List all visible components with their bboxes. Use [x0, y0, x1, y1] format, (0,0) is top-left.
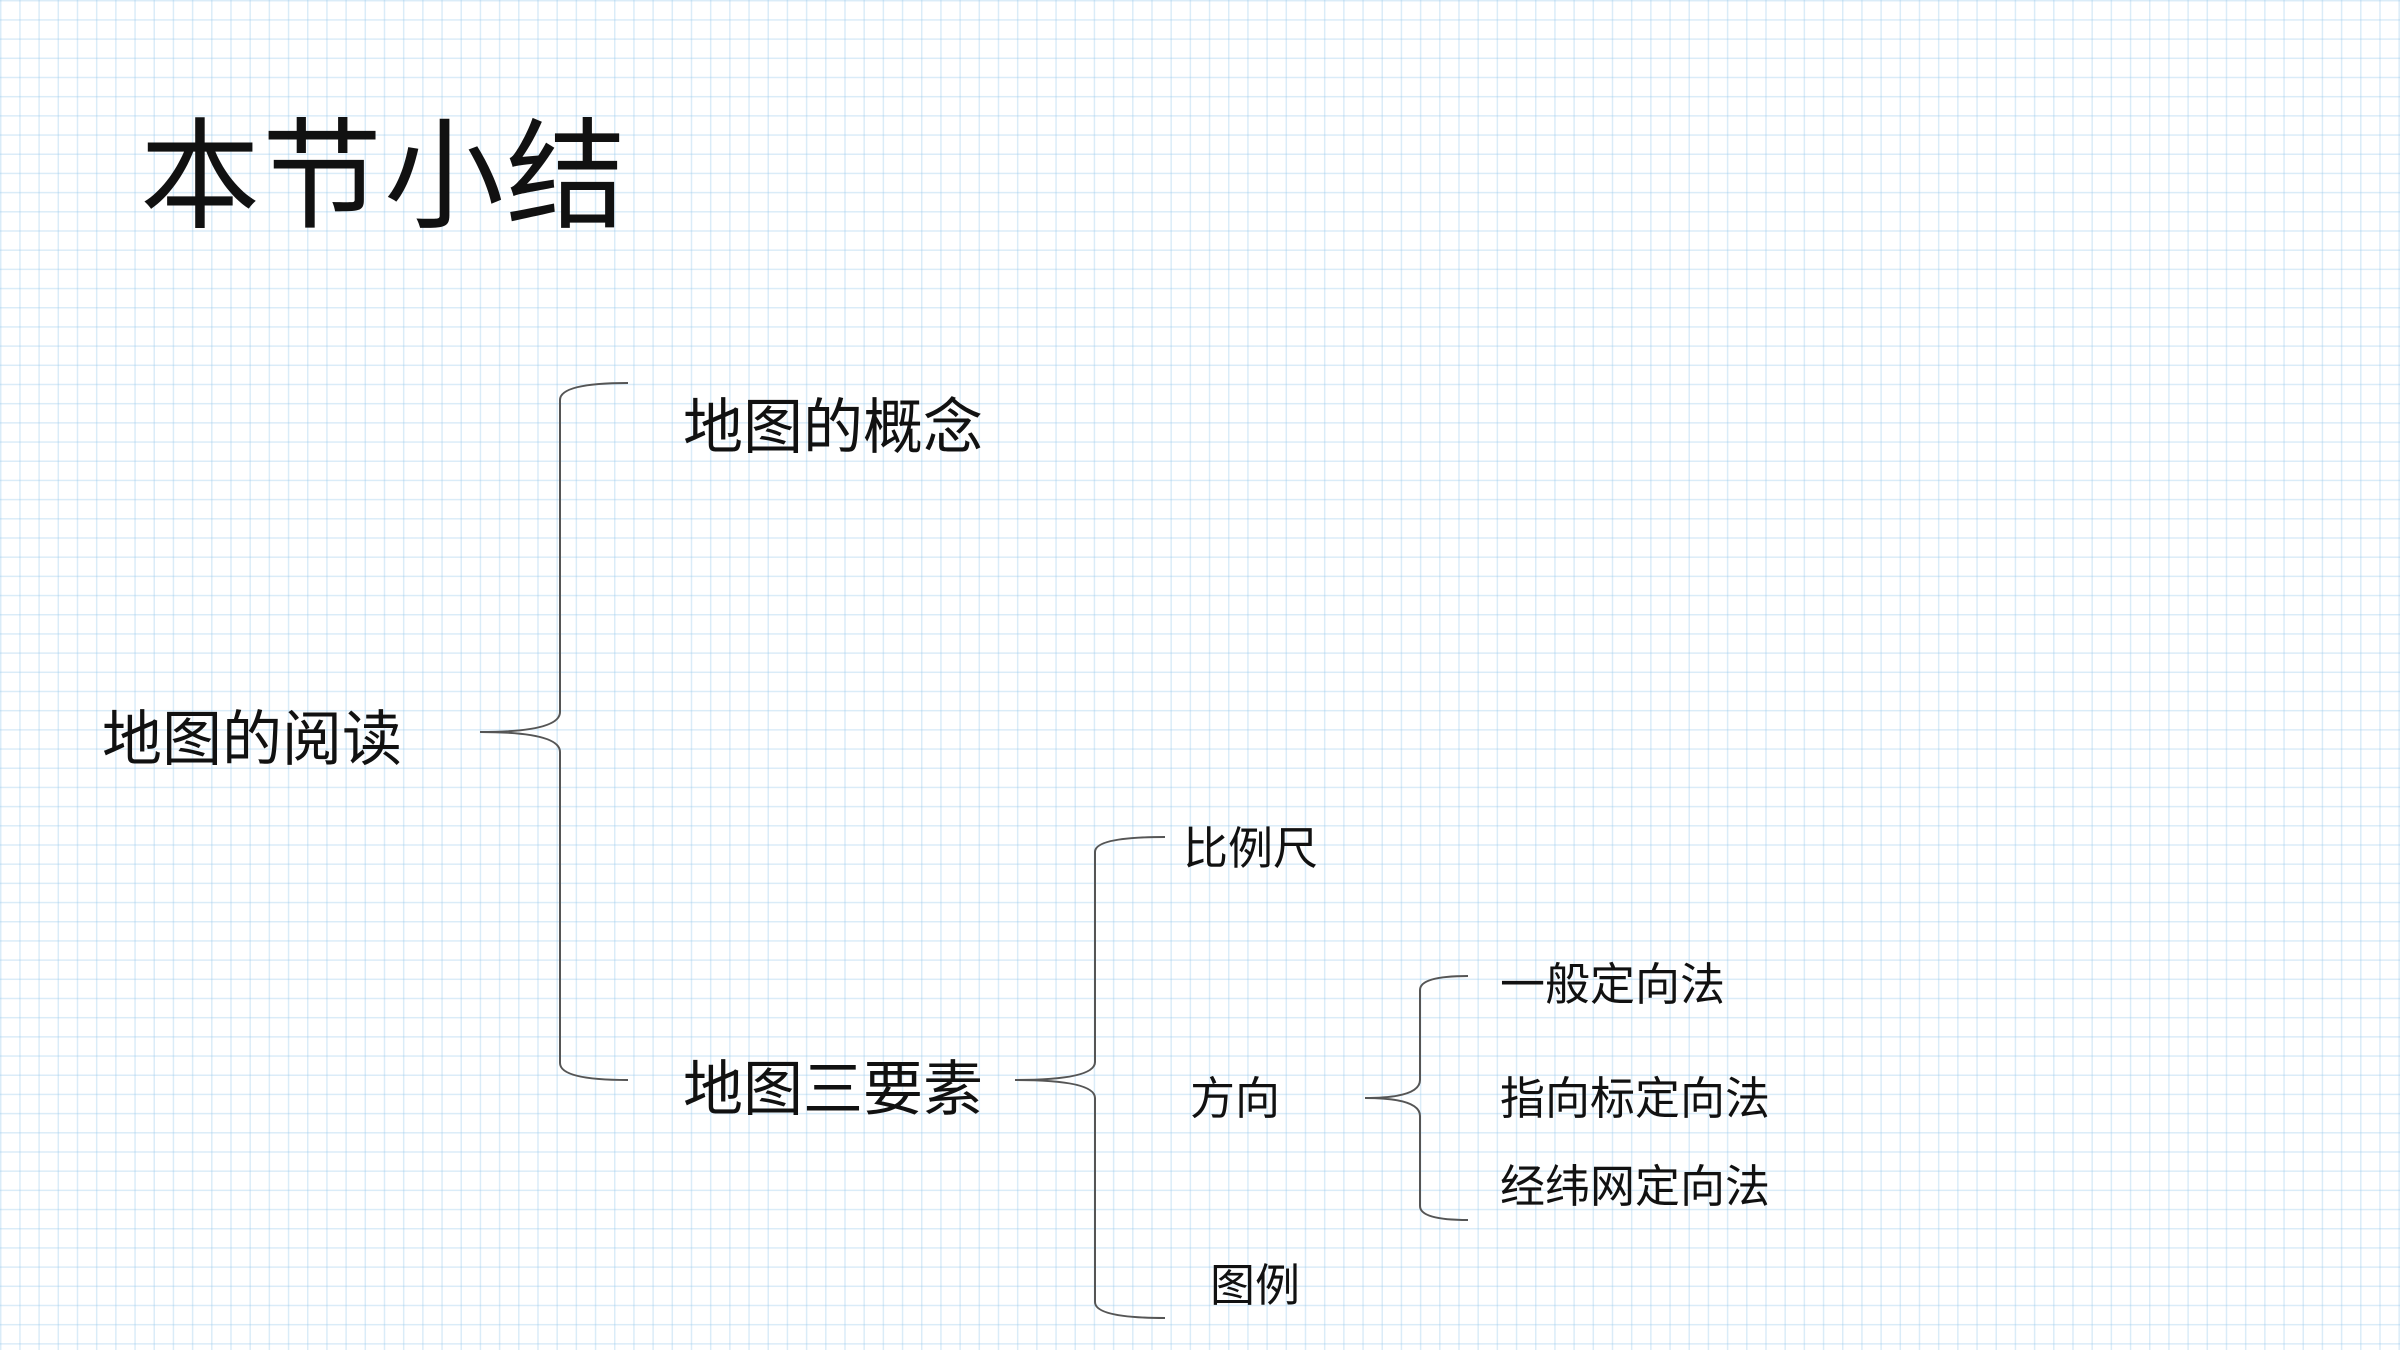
node-compass-orientation: 指向标定向法 — [1500, 1072, 1771, 1125]
brace-root — [479, 382, 629, 1081]
slide-title: 本节小结 — [140, 108, 628, 247]
brace-direction — [1364, 975, 1469, 1221]
node-grid-orientation: 经纬网定向法 — [1500, 1160, 1771, 1213]
brace-elements — [1014, 836, 1166, 1319]
node-map-reading: 地图的阅读 — [102, 705, 402, 775]
node-scale: 比例尺 — [1183, 822, 1319, 875]
node-general-orientation: 一般定向法 — [1500, 958, 1726, 1011]
node-legend: 图例 — [1210, 1259, 1301, 1312]
node-map-three-elements: 地图三要素 — [683, 1055, 983, 1125]
node-direction: 方向 — [1190, 1072, 1281, 1125]
node-map-concept: 地图的概念 — [683, 393, 983, 463]
